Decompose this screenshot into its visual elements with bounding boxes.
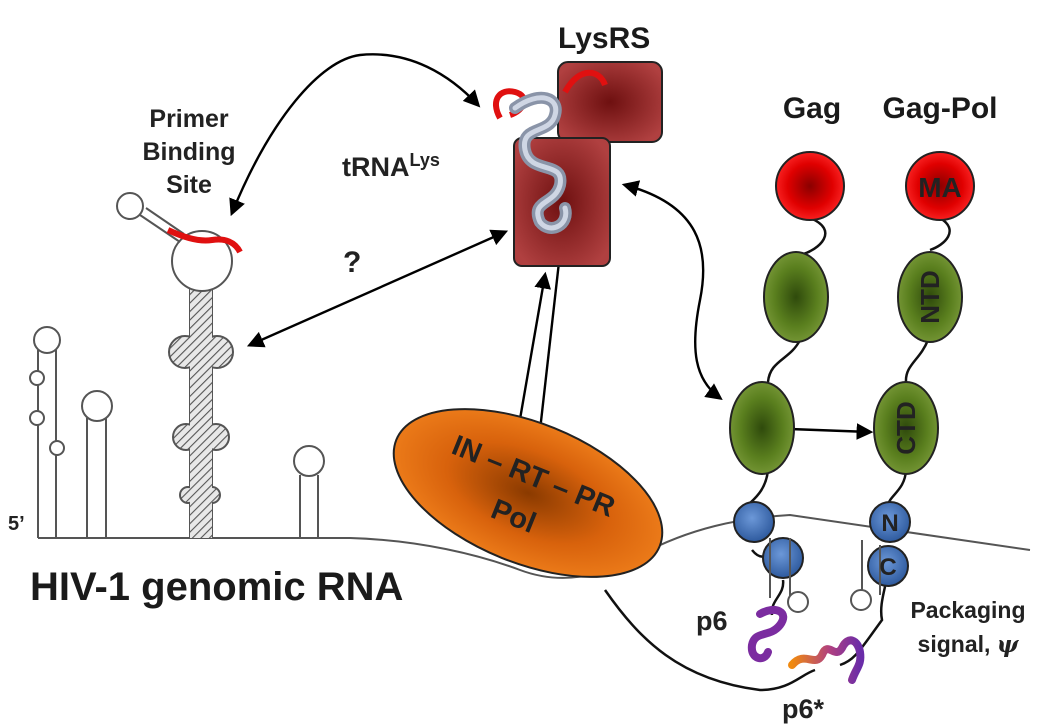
trna-label: tRNALys: [342, 150, 440, 182]
nc-n-label: N: [881, 510, 898, 537]
lysrs-complex: [493, 61, 663, 267]
pol-ellipse: [392, 408, 664, 578]
stem-loop-1: [29, 326, 65, 538]
gagpol-ntd-domain: [897, 251, 963, 343]
ctd-label: CTD: [891, 401, 921, 454]
gagpol-nc-n: [869, 501, 911, 543]
gagpol-ctd-domain: [873, 381, 939, 475]
gag-nc-zinc-finger-1: [733, 501, 775, 543]
primer-binding-site-highlight: [166, 227, 243, 254]
arrow-trna-pbs: [229, 53, 481, 217]
packaging-signal-label-1: Packaging: [910, 597, 1025, 623]
gag-ctd-domain: [729, 381, 795, 475]
gag-label: Gag: [783, 92, 841, 125]
ntd-label: NTD: [915, 270, 945, 323]
p6-label: p6: [696, 606, 728, 636]
five-prime-label: 5’: [8, 513, 25, 535]
packaging-signal-loops: [769, 538, 881, 613]
p6-star-label: p6*: [782, 694, 825, 724]
stem-loop-3: [293, 445, 325, 538]
lysrs-box-top: [557, 61, 663, 143]
primer-binding-site-label-2: Binding: [142, 138, 235, 166]
nc-c-label: C: [879, 554, 896, 581]
gag-ma-domain: [775, 151, 845, 221]
lysrs-label: LysRS: [558, 22, 650, 55]
stem-loop-2: [81, 390, 113, 538]
gag-pol-label: Gag-Pol: [882, 92, 997, 125]
pbs-stem-loop: [116, 192, 234, 539]
arrow-trna-rna: [246, 229, 509, 348]
question-mark: ?: [343, 246, 361, 279]
ma-label: MA: [918, 172, 962, 203]
gagpol-nc-c: [867, 545, 909, 587]
gagpol-p6-star: [788, 636, 865, 684]
gagpol-ma-domain: [905, 151, 975, 221]
genomic-rna-label: HIV-1 genomic RNA: [30, 565, 403, 609]
packaging-signal-label-2: signal, ψ: [918, 631, 1020, 658]
gag-p6: [747, 606, 788, 663]
gag-nc-zinc-finger-2: [762, 537, 804, 579]
primer-binding-site-label-1: Primer: [149, 105, 228, 133]
primer-binding-site-label-3: Site: [166, 171, 212, 199]
arrow-lysrs-gag: [621, 180, 723, 400]
gag-ntd-domain: [763, 251, 829, 343]
gag-pol-protein: [603, 216, 951, 692]
gag-protein: [745, 216, 827, 616]
